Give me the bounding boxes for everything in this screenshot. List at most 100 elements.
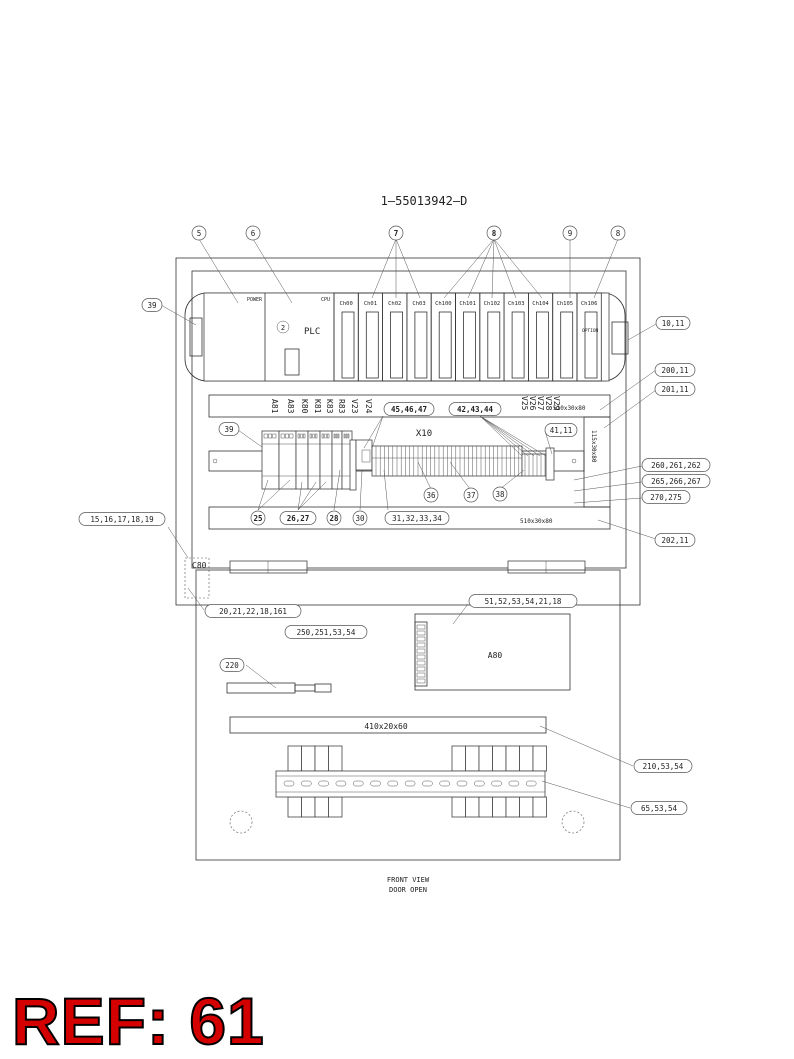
breaker-label: V23 xyxy=(350,399,359,414)
plc-option-label: OPTION xyxy=(582,328,599,334)
door-terminal xyxy=(451,745,466,772)
door-terminal xyxy=(328,796,343,818)
breaker xyxy=(278,430,297,490)
callout-c31: 31,32,33,34 xyxy=(384,511,450,525)
svg-text:15,16,17,18,19: 15,16,17,18,19 xyxy=(90,515,153,524)
door-terminal xyxy=(314,745,329,772)
door-terminal xyxy=(532,745,547,772)
plc-power-label: POWER xyxy=(247,297,263,303)
door-terminal xyxy=(492,745,507,772)
door-duct-size: 410x20x60 xyxy=(364,722,408,731)
door-din-rail xyxy=(275,770,546,798)
callout-c30: 30 xyxy=(352,510,368,526)
callout-c6: 6 xyxy=(245,225,261,241)
svg-text:8: 8 xyxy=(492,229,497,238)
door-terminal xyxy=(505,796,520,818)
upper-duct-size: 510x30x80 xyxy=(553,405,586,412)
svg-text:201,11: 201,11 xyxy=(661,385,688,394)
door-terminal xyxy=(314,796,329,818)
door-terminal xyxy=(301,745,316,772)
door-terminal xyxy=(478,796,493,818)
breaker-label: A81 xyxy=(270,399,279,414)
door-terminal xyxy=(532,796,547,818)
door-wiring-duct xyxy=(229,716,547,734)
svg-text:260,261,262: 260,261,262 xyxy=(651,461,701,470)
breaker xyxy=(331,430,343,490)
plc-mount-left xyxy=(189,317,203,357)
hinge-right xyxy=(507,560,586,574)
cabinet-outer-frame xyxy=(175,257,641,606)
terminal-block-x10 xyxy=(371,445,555,481)
callout-c28: 28 xyxy=(326,510,342,526)
svg-text:5: 5 xyxy=(197,229,202,238)
svg-text:25: 25 xyxy=(253,514,262,523)
callout-c10_11: 10,11 xyxy=(655,316,691,330)
cabinet-door xyxy=(195,569,621,861)
plc-cpu-port xyxy=(284,348,300,376)
callout-c220: 220 xyxy=(219,658,245,672)
svg-text:8: 8 xyxy=(616,229,621,238)
callout-c51: 51,52,53,54,21,18 xyxy=(468,594,578,608)
valve-label: V25 xyxy=(520,396,529,411)
callout-c201_11: 201,11 xyxy=(654,382,696,396)
side-duct-size: 115x30x80 xyxy=(590,430,597,463)
reference-label: REF: 61 xyxy=(11,983,265,1059)
svg-text:31,32,33,34: 31,32,33,34 xyxy=(392,514,442,523)
callout-c26_27: 26,27 xyxy=(279,511,317,525)
svg-text:20,21,22,18,161: 20,21,22,18,161 xyxy=(219,607,287,616)
hinge-left xyxy=(229,560,308,574)
callout-c8a: 8 xyxy=(486,225,502,241)
channel-label: Ch100 xyxy=(435,301,452,307)
door-terminal xyxy=(478,745,493,772)
svg-text:39: 39 xyxy=(147,301,156,310)
svg-text:39: 39 xyxy=(224,425,233,434)
lower-duct-size: 510x30x80 xyxy=(520,518,553,525)
breaker xyxy=(319,430,333,490)
callout-c202_11: 202,11 xyxy=(654,533,696,547)
callout-c25: 25 xyxy=(250,510,266,526)
door-lamp-220 xyxy=(226,682,296,694)
door-terminal xyxy=(465,796,480,818)
callout-leaders xyxy=(160,238,657,809)
callout-c250: 250,251,53,54 xyxy=(284,625,368,639)
valve-label: V28 xyxy=(544,396,553,411)
breaker-label: A83 xyxy=(286,399,295,414)
callout-c9: 9 xyxy=(562,225,578,241)
breaker xyxy=(261,430,280,490)
door-hole-right xyxy=(561,810,585,834)
valve-label: V29 xyxy=(552,396,561,411)
callout-c265: 265,266,267 xyxy=(641,474,711,488)
door-terminal xyxy=(492,796,507,818)
channel-label: Ch106 xyxy=(581,301,598,307)
callout-c260: 260,261,262 xyxy=(641,458,711,472)
breaker-label: K81 xyxy=(313,399,322,414)
plc-cpu-label: CPU xyxy=(321,297,330,303)
svg-text:250,251,53,54: 250,251,53,54 xyxy=(297,628,356,637)
door-hole-left xyxy=(229,810,253,834)
door-lamp-tube xyxy=(294,684,316,692)
svg-text:38: 38 xyxy=(495,490,505,499)
plc-label: PLC xyxy=(304,327,320,337)
view-caption-2: DOOR OPEN xyxy=(389,886,427,894)
mount-plate-terminal-strip xyxy=(414,621,428,687)
door-terminal xyxy=(451,796,466,818)
svg-text:270,275: 270,275 xyxy=(650,493,682,502)
plc-sub-label: 2 xyxy=(281,324,285,332)
svg-text:210,53,54: 210,53,54 xyxy=(643,762,684,771)
svg-text:65,53,54: 65,53,54 xyxy=(641,804,678,813)
callout-c5: 5 xyxy=(191,225,207,241)
plc-mount-right xyxy=(611,321,629,355)
door-terminal xyxy=(505,745,520,772)
svg-text:51,52,53,54,21,18: 51,52,53,54,21,18 xyxy=(485,597,562,606)
breaker-label: V24 xyxy=(364,399,373,414)
callout-c42: 42,43,44 xyxy=(448,402,502,416)
svg-text:45,46,47: 45,46,47 xyxy=(391,405,427,414)
callout-c20: 20,21,22,18,161 xyxy=(204,604,302,618)
svg-text:28: 28 xyxy=(329,514,339,523)
breaker-label: K83 xyxy=(325,399,334,414)
door-terminal xyxy=(465,745,480,772)
